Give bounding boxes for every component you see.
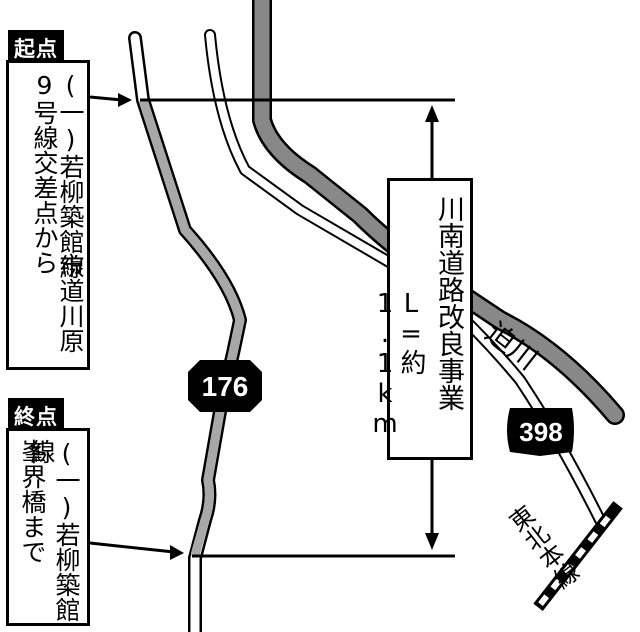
end-box: (一)若柳築館線 峯界橋まで — [6, 428, 90, 626]
start-tag: 起点 — [8, 30, 64, 66]
start-line-2: 9号線交差点から — [30, 71, 59, 275]
start-box: (一)若柳築館線 9号線交差点から 市道川原 — [6, 60, 90, 370]
dimension-arrow-bottom — [425, 533, 439, 550]
project-length: L=約1.1km — [370, 289, 426, 439]
start-arrow — [118, 93, 132, 107]
route-398-badge — [507, 408, 574, 456]
start-line-1: (一)若柳築館線 — [56, 71, 85, 279]
railway — [533, 501, 623, 611]
end-line-1: (一)若柳築館線 — [27, 439, 81, 622]
project-section — [138, 98, 245, 557]
route-176-badge — [188, 360, 262, 412]
project-box: 川南道路改良事業 L=約1.1km — [370, 178, 473, 460]
dimension-arrow-top — [425, 105, 439, 122]
start-line-3: 市道川原 — [56, 253, 85, 353]
end-arrow — [170, 545, 184, 560]
route-398-label: 398 — [519, 417, 562, 447]
end-line-2: 峯界橋まで — [18, 439, 47, 564]
route-176-label: 176 — [202, 371, 249, 402]
project-title: 川南道路改良事業 — [433, 195, 464, 411]
